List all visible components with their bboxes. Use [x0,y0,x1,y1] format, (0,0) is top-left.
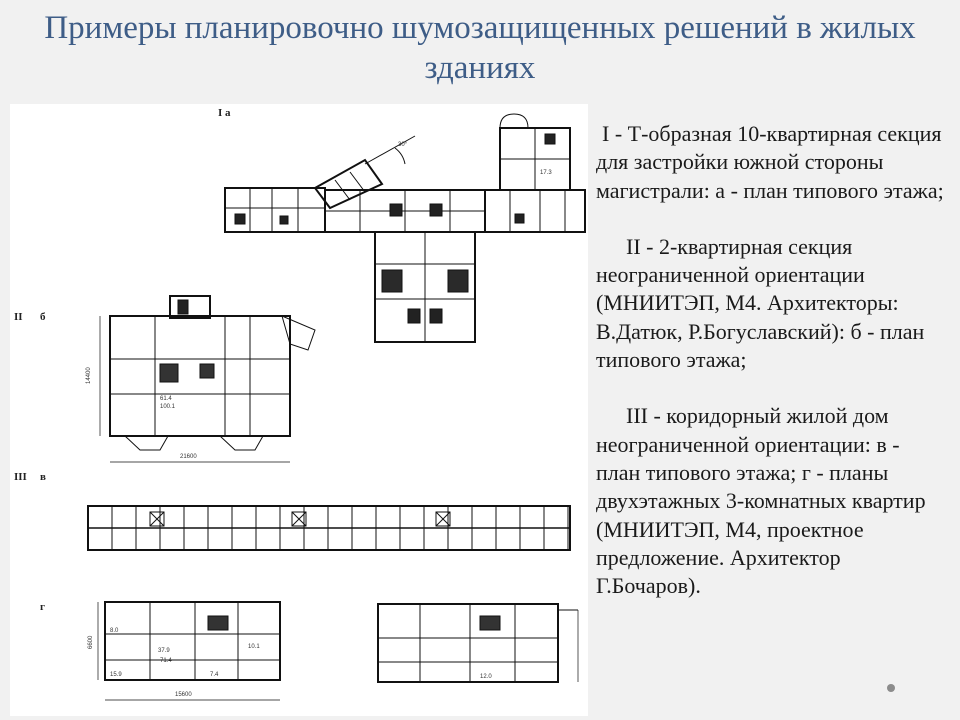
caption-paragraph-1: I - Т-образная 10-квартирная секция для … [596,121,944,203]
plan-a-drawing [224,113,586,343]
caption-paragraph-2: II - 2-квартирная секция неограниченной … [596,233,925,373]
caption-text: I - Т-образная 10-квартирная секция для … [596,120,944,628]
dim-b-width: 21600 [180,454,197,460]
plan-v-drawing [87,505,571,551]
room-area: 71.4 [160,658,172,664]
label-plan-a: I а [218,107,231,119]
plan-g-drawing [97,601,579,701]
room-area: 8.0 [110,628,119,634]
label-plan-b-num: II [14,311,23,323]
label-plan-v-num: III [14,471,27,483]
label-plan-v-letter: в [40,471,46,483]
label-plan-b-letter: б [40,311,46,323]
room-area: 61.4 [160,396,172,402]
room-area: 15.9 [110,672,122,678]
plan-b-drawing [99,295,316,463]
dim-g-height: 6600 [88,635,94,649]
floor-plans-drawing: I а II б III в г 30° 21600 14400 15600 6… [14,107,586,701]
dim-angle: 30° [398,142,408,148]
slide-title: Примеры планировочно шумозащищенных реше… [44,10,916,86]
room-area: 7.4 [210,672,219,678]
room-area: 100.1 [160,404,176,410]
dim-b-height: 14400 [86,367,92,384]
floor-plans-figure: I а II б III в г 30° 21600 14400 15600 6… [10,104,588,716]
bullet-dot-icon [887,684,895,692]
room-area: 12.0 [480,674,492,680]
room-area: 10.1 [248,644,260,650]
plan-v-grid [111,506,569,550]
room-area: 37.9 [158,648,170,654]
room-area: 17.3 [540,170,552,176]
caption-paragraph-3: III - коридорный жилой дом неограниченно… [596,403,926,599]
dim-g-width: 15600 [175,692,192,698]
label-plan-g-letter: г [40,601,45,613]
